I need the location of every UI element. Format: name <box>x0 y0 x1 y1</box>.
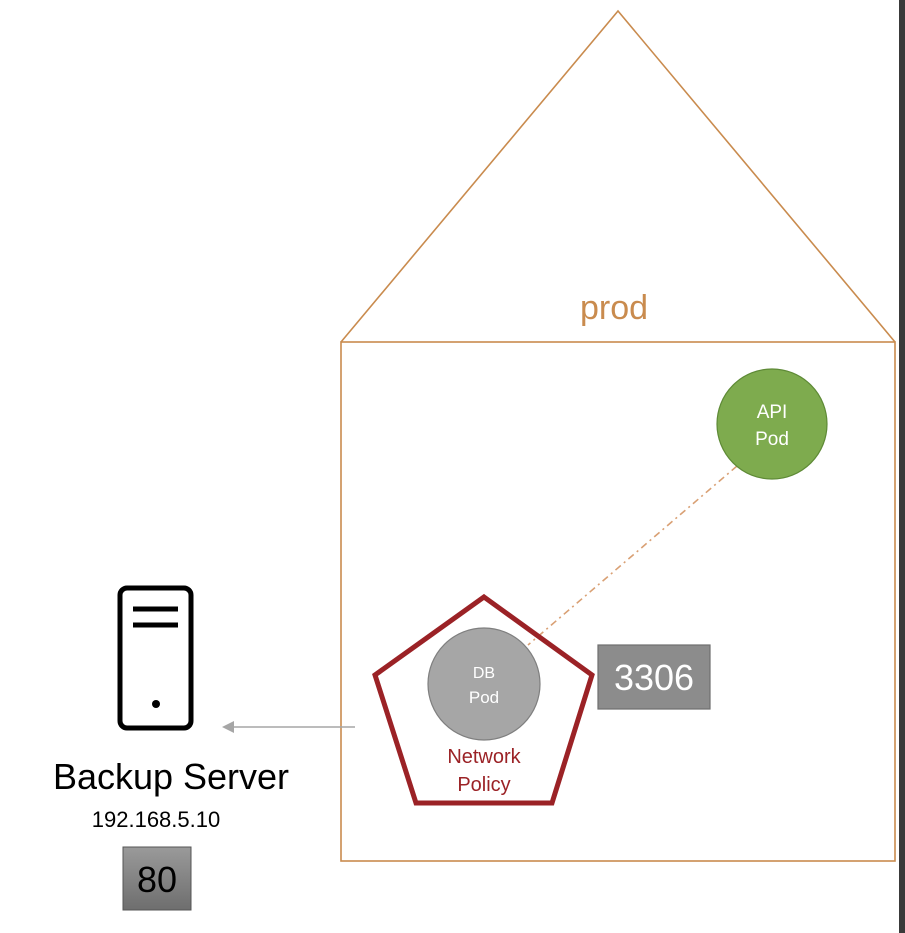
namespace-roof <box>340 9 896 343</box>
api-pod-label-line1: API <box>757 402 788 423</box>
page-right-border <box>899 0 905 933</box>
db-pod-circle <box>427 627 541 741</box>
db-pod-label-line1: DB <box>473 665 495 682</box>
db-pod-label-line2: Pod <box>469 688 499 707</box>
backup-port-box: 80 <box>122 846 192 911</box>
network-policy-label-line1: Network <box>447 746 521 768</box>
namespace-body <box>340 341 896 862</box>
db-port-label: 3306 <box>614 657 694 698</box>
api-pod-label-line2: Pod <box>755 429 789 450</box>
server-tower-icon <box>117 585 194 731</box>
api-pod[interactable]: API Pod <box>716 368 828 480</box>
db-port-box: 3306 <box>597 644 711 710</box>
backup-server-name: Backup Server <box>53 756 289 797</box>
db-port-rect <box>597 644 711 710</box>
backup-port-label: 80 <box>137 859 177 900</box>
namespace-label: prod <box>580 289 648 327</box>
network-policy-pentagon <box>372 593 595 806</box>
egress-arrow <box>222 721 355 733</box>
egress-arrow-head <box>222 721 234 733</box>
db-pod[interactable]: DB Pod <box>427 627 541 741</box>
prod-namespace: prod <box>340 9 896 862</box>
api-pod-circle <box>716 368 828 480</box>
api-to-db-connector <box>527 465 738 646</box>
network-policy-label-line2: Policy <box>457 774 510 796</box>
backup-server-ip: 192.168.5.10 <box>92 807 220 832</box>
network-policy[interactable]: Network Policy <box>372 593 595 806</box>
backup-port-rect <box>122 846 192 911</box>
backup-server[interactable]: Backup Server 192.168.5.10 80 <box>53 585 289 911</box>
